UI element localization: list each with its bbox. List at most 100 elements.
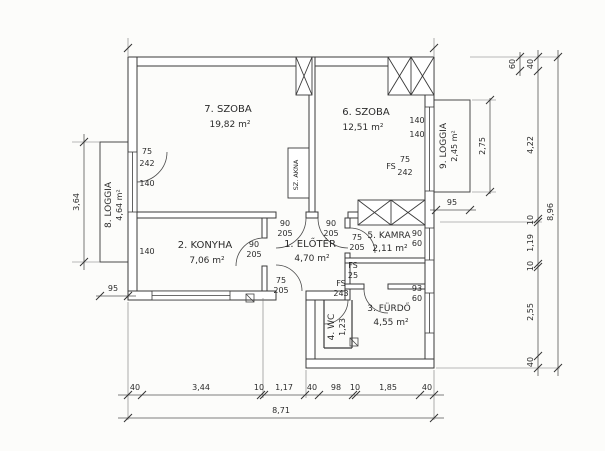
- dim-win-bath-h: 60: [412, 294, 422, 303]
- dim-right-2: 10: [526, 215, 535, 225]
- dim-right-1: 4,22: [526, 136, 535, 154]
- loggia9-name: 9. LOGGIA: [439, 122, 449, 169]
- wall-hall-right-a: [344, 217, 351, 229]
- window-kitchen: [151, 290, 231, 301]
- dim-right-0: 40: [526, 59, 535, 69]
- shaft-middle-icon: [357, 199, 426, 226]
- dim-door-tl-h: 205: [277, 229, 292, 238]
- dim-door-tr-w: 90: [326, 219, 336, 228]
- window-loggia9: [424, 106, 435, 192]
- shaft-top-center-icon: [295, 56, 313, 96]
- dim-bottom-3: 1,17: [275, 383, 293, 392]
- room7-area: 19,82 m²: [209, 120, 250, 130]
- dim-left-140b: 140: [139, 247, 154, 256]
- room7-name: 7. SZOBA: [204, 104, 252, 115]
- dim-bottom-6: 10: [350, 383, 360, 392]
- dim-right-top: 60: [508, 59, 517, 69]
- kitchen-area: 7,06 m²: [189, 256, 225, 266]
- dimension-lines: [83, 50, 559, 419]
- kamra-area: 2,11 m²: [372, 244, 408, 254]
- wall-separator-b: [305, 211, 319, 219]
- dim-door-tr-h: 205: [323, 229, 338, 238]
- dim-win-bath-w: 93: [412, 284, 422, 293]
- vent-shaft-box: [287, 147, 310, 199]
- door-wc-arc: [323, 299, 349, 325]
- door-hall-right-arc: [317, 217, 349, 249]
- dim-bottom-total: 8,71: [272, 406, 290, 415]
- dim-door-b-w: 75: [276, 276, 286, 285]
- door-hall-left-arc: [275, 217, 307, 249]
- dimension-values: 40 3,44 10 1,17 40 98 10 1,85 40 8,71 40…: [72, 59, 555, 415]
- dim-right-3: 1,19: [526, 234, 535, 252]
- vent-shaft-label: SZ. AKNA: [292, 159, 300, 190]
- dim-bottom-2: 10: [254, 383, 264, 392]
- dim-left-jamb: 75: [142, 147, 152, 156]
- dim-door-p-w: 75: [352, 233, 362, 242]
- dim-fs1-value: 25: [348, 271, 358, 280]
- kitchen-name: 2. KONYHA: [178, 240, 233, 251]
- bath-name: 3. FÜRDŐ: [367, 303, 410, 314]
- dim-door-k-h: 205: [246, 250, 261, 259]
- wc-area: 1,23: [338, 318, 347, 336]
- dim-fs2-value: 243: [333, 289, 348, 298]
- door-arcs: [136, 151, 389, 325]
- dim-right-140b: 140: [409, 130, 424, 139]
- dim-bottom-1: 3,44: [192, 383, 210, 392]
- dim-fs2: FS: [336, 279, 346, 288]
- dim-bottom-7: 1,85: [379, 383, 397, 392]
- dim-left-95: 95: [108, 284, 118, 293]
- dim-fs1: FS: [348, 261, 358, 270]
- wall-bottom-right: [305, 358, 435, 369]
- window-bath: [424, 292, 435, 334]
- dim-loggia9-height: 2,75: [478, 137, 487, 155]
- dim-win-kamra-h: 60: [412, 239, 422, 248]
- dim-bottom-4: 40: [307, 383, 317, 392]
- shafts: [287, 56, 435, 226]
- window-kamra: [424, 227, 435, 261]
- door-kitchen-arc: [235, 237, 265, 267]
- interior-dims: 75 242 140 140 140 140 75 FS 242 90 205 …: [139, 116, 424, 303]
- loggia8-name: 8. LOGGIA: [104, 181, 114, 228]
- dim-door-k-w: 90: [249, 240, 259, 249]
- dim-door-p-h: 205: [349, 243, 364, 252]
- room6-area: 12,51 m²: [342, 123, 383, 133]
- loggia9-area: 2,45 m²: [450, 130, 459, 161]
- shaft-top-right-icon: [387, 56, 435, 96]
- dim-right-sill: 242: [397, 168, 412, 177]
- wall-kitchen-a: [261, 217, 268, 239]
- hall-area: 4,70 m²: [294, 254, 330, 264]
- dim-bottom-8: 40: [422, 383, 432, 392]
- dim-right-95: 95: [447, 198, 457, 207]
- dim-right-total: 8,96: [546, 203, 555, 221]
- dim-right-6: 40: [526, 357, 535, 367]
- dim-door-b-h: 205: [273, 286, 288, 295]
- window-loggia8: [127, 151, 138, 213]
- wall-bath-top-a: [344, 283, 365, 290]
- door-hall-bottom-arc: [275, 264, 303, 292]
- dim-left-140a: 140: [139, 179, 154, 188]
- dim-right-jamb: 75: [400, 155, 410, 164]
- bath-area: 4,55 m²: [373, 318, 409, 328]
- room6-name: 6. SZOBA: [342, 107, 390, 118]
- door-bath-arc: [363, 288, 389, 314]
- dim-fs-right: FS: [386, 162, 396, 171]
- kamra-name: 5. KAMRA: [367, 231, 411, 241]
- windows: [127, 106, 435, 334]
- dim-right-140a: 140: [409, 116, 424, 125]
- dim-bottom-0: 40: [130, 383, 140, 392]
- dim-door-tl-w: 90: [280, 219, 290, 228]
- wall-bath-top-b: [387, 283, 426, 290]
- loggia8-area: 4,64 m²: [115, 189, 124, 220]
- dim-right-4: 10: [526, 261, 535, 271]
- wall-kamra-bottom: [344, 257, 426, 264]
- door-kamra-arc: [349, 227, 376, 254]
- dimension-ticks: [79, 43, 563, 423]
- wc-name: 4. WC: [327, 314, 337, 341]
- dim-bottom-5: 98: [331, 383, 341, 392]
- dim-right-5: 2,55: [526, 303, 535, 321]
- dim-left-loggia: 3,64: [72, 193, 81, 211]
- room-labels: 7. SZOBA 19,82 m² 6. SZOBA 12,51 m² 2. K…: [104, 104, 459, 340]
- dim-left-sill: 242: [139, 159, 154, 168]
